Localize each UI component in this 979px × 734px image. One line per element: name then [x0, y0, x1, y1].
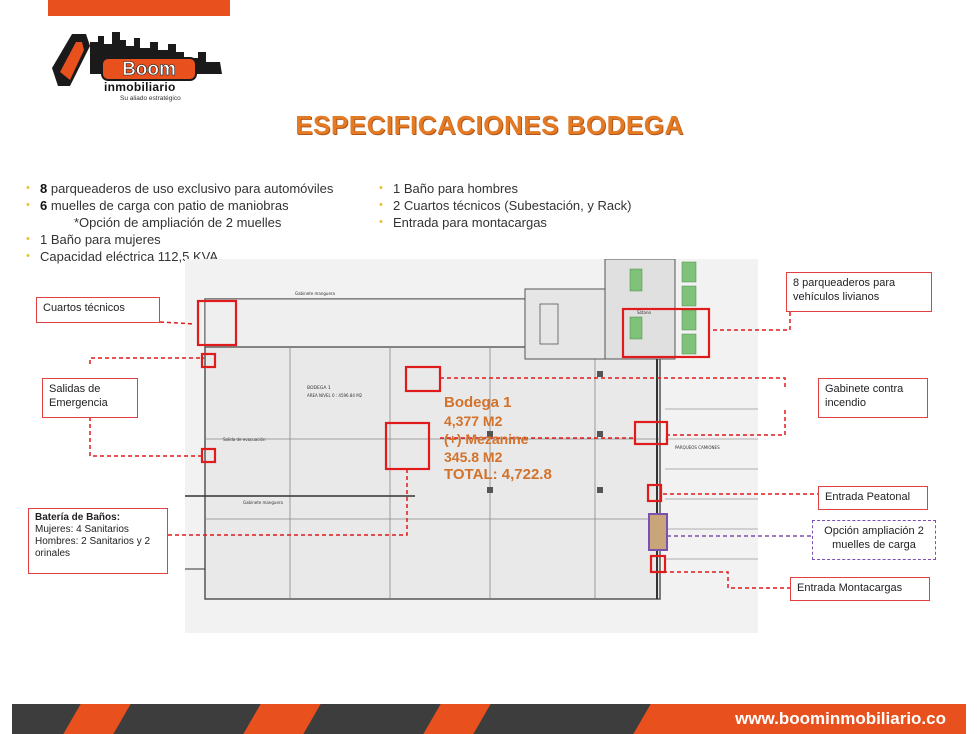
page-title: ESPECIFICACIONES BODEGA: [295, 110, 684, 140]
bullet-icon: •: [379, 182, 383, 194]
bullet-icon: •: [26, 199, 30, 211]
banos-title: Batería de Baños:: [35, 512, 121, 523]
bullet-icon: •: [379, 216, 383, 228]
callout-parqueaderos: 8 parqueaderos para vehículos livianos: [786, 272, 932, 312]
svg-text:AREA NIVEL 0 : 4596.84 M2: AREA NIVEL 0 : 4596.84 M2: [307, 393, 363, 398]
spec-item: *Opción de ampliación de 2 muelles: [74, 215, 282, 230]
callout-entrada-peatonal: Entrada Peatonal: [818, 486, 928, 510]
bullet-icon: •: [26, 233, 30, 245]
bullet-icon: •: [26, 182, 30, 194]
mezzanine-label: (+) Mezanine: [444, 431, 529, 447]
svg-text:BODEGA 1: BODEGA 1: [307, 385, 331, 391]
svg-text:PARQUEOS CAMIONES: PARQUEOS CAMIONES: [675, 445, 720, 450]
callout-cuartos-tecnicos: Cuartos técnicos: [36, 297, 160, 323]
bullet-icon: •: [379, 199, 383, 211]
callout-gabinete-incendio: Gabinete contra incendio: [818, 378, 928, 418]
callout-entrada-montacargas: Entrada Montacargas: [790, 577, 930, 601]
spec-item: •1 Baño para mujeres: [26, 232, 161, 247]
svg-text:Boom: Boom: [122, 59, 176, 80]
bullet-icon: •: [26, 250, 30, 262]
floor-plan-drawing: BODEGA 1 AREA NIVEL 0 : 4596.84 M2 Salid…: [185, 259, 758, 633]
top-accent-bar: [48, 0, 230, 16]
svg-text:Salida de evacuación: Salida de evacuación: [223, 437, 266, 442]
bodega-name: Bodega 1: [444, 394, 512, 411]
spec-item: •1 Baño para hombres: [379, 181, 519, 196]
footer-bar: www.boominmobiliario.co: [12, 704, 966, 734]
spec-item: •6 muelles de carga con patio de maniobr…: [26, 198, 289, 213]
bodega-area-summary: Bodega 1 4,377 M2 (+) Mezanine 345.8 M2 …: [444, 394, 552, 484]
footer-url[interactable]: www.boominmobiliario.co: [735, 709, 946, 728]
brand-logo: Boom: [50, 28, 228, 108]
logo-skyline-icon: Boom: [52, 32, 222, 86]
logo-tagline: Su aliado estratégico: [120, 95, 181, 102]
spec-item: •Capacidad eléctrica 112,5 KVA: [26, 249, 219, 264]
banos-line-1: Mujeres: 4 Sanitarios: [35, 524, 129, 535]
svg-text:Gabinete manguera: Gabinete manguera: [243, 500, 284, 505]
banos-line-2: Hombres: 2 Sanitarios y 2 orinales: [35, 536, 151, 559]
spec-item: •8 parqueaderos de uso exclusivo para au…: [26, 181, 334, 196]
bodega-area: 4,377 M2: [444, 413, 503, 429]
callout-salidas-emergencia: Salidas de Emergencia: [42, 378, 138, 418]
specs-list-left: •8 parqueaderos de uso exclusivo para au…: [25, 180, 333, 265]
specs-list-right: •1 Baño para hombres •2 Cuartos técnicos…: [378, 180, 631, 231]
callout-ampliacion-muelles: Opción ampliación 2 muelles de carga: [812, 520, 936, 560]
callout-bateria-banos: Batería de Baños: Mujeres: 4 Sanitarios …: [28, 508, 168, 574]
floor-plan: BODEGA 1 AREA NIVEL 0 : 4596.84 M2 Salid…: [185, 259, 758, 633]
spec-item: •2 Cuartos técnicos (Subestación, y Rack…: [379, 198, 632, 213]
mezzanine-area: 345.8 M2: [444, 449, 503, 465]
svg-text:Sótano: Sótano: [637, 310, 652, 315]
bodega-total: TOTAL: 4,722.8: [444, 466, 552, 483]
spec-item: •Entrada para montacargas: [379, 215, 547, 230]
svg-text:Gabinete manguera: Gabinete manguera: [295, 291, 336, 296]
logo-subtitle: inmobiliario: [104, 80, 176, 94]
